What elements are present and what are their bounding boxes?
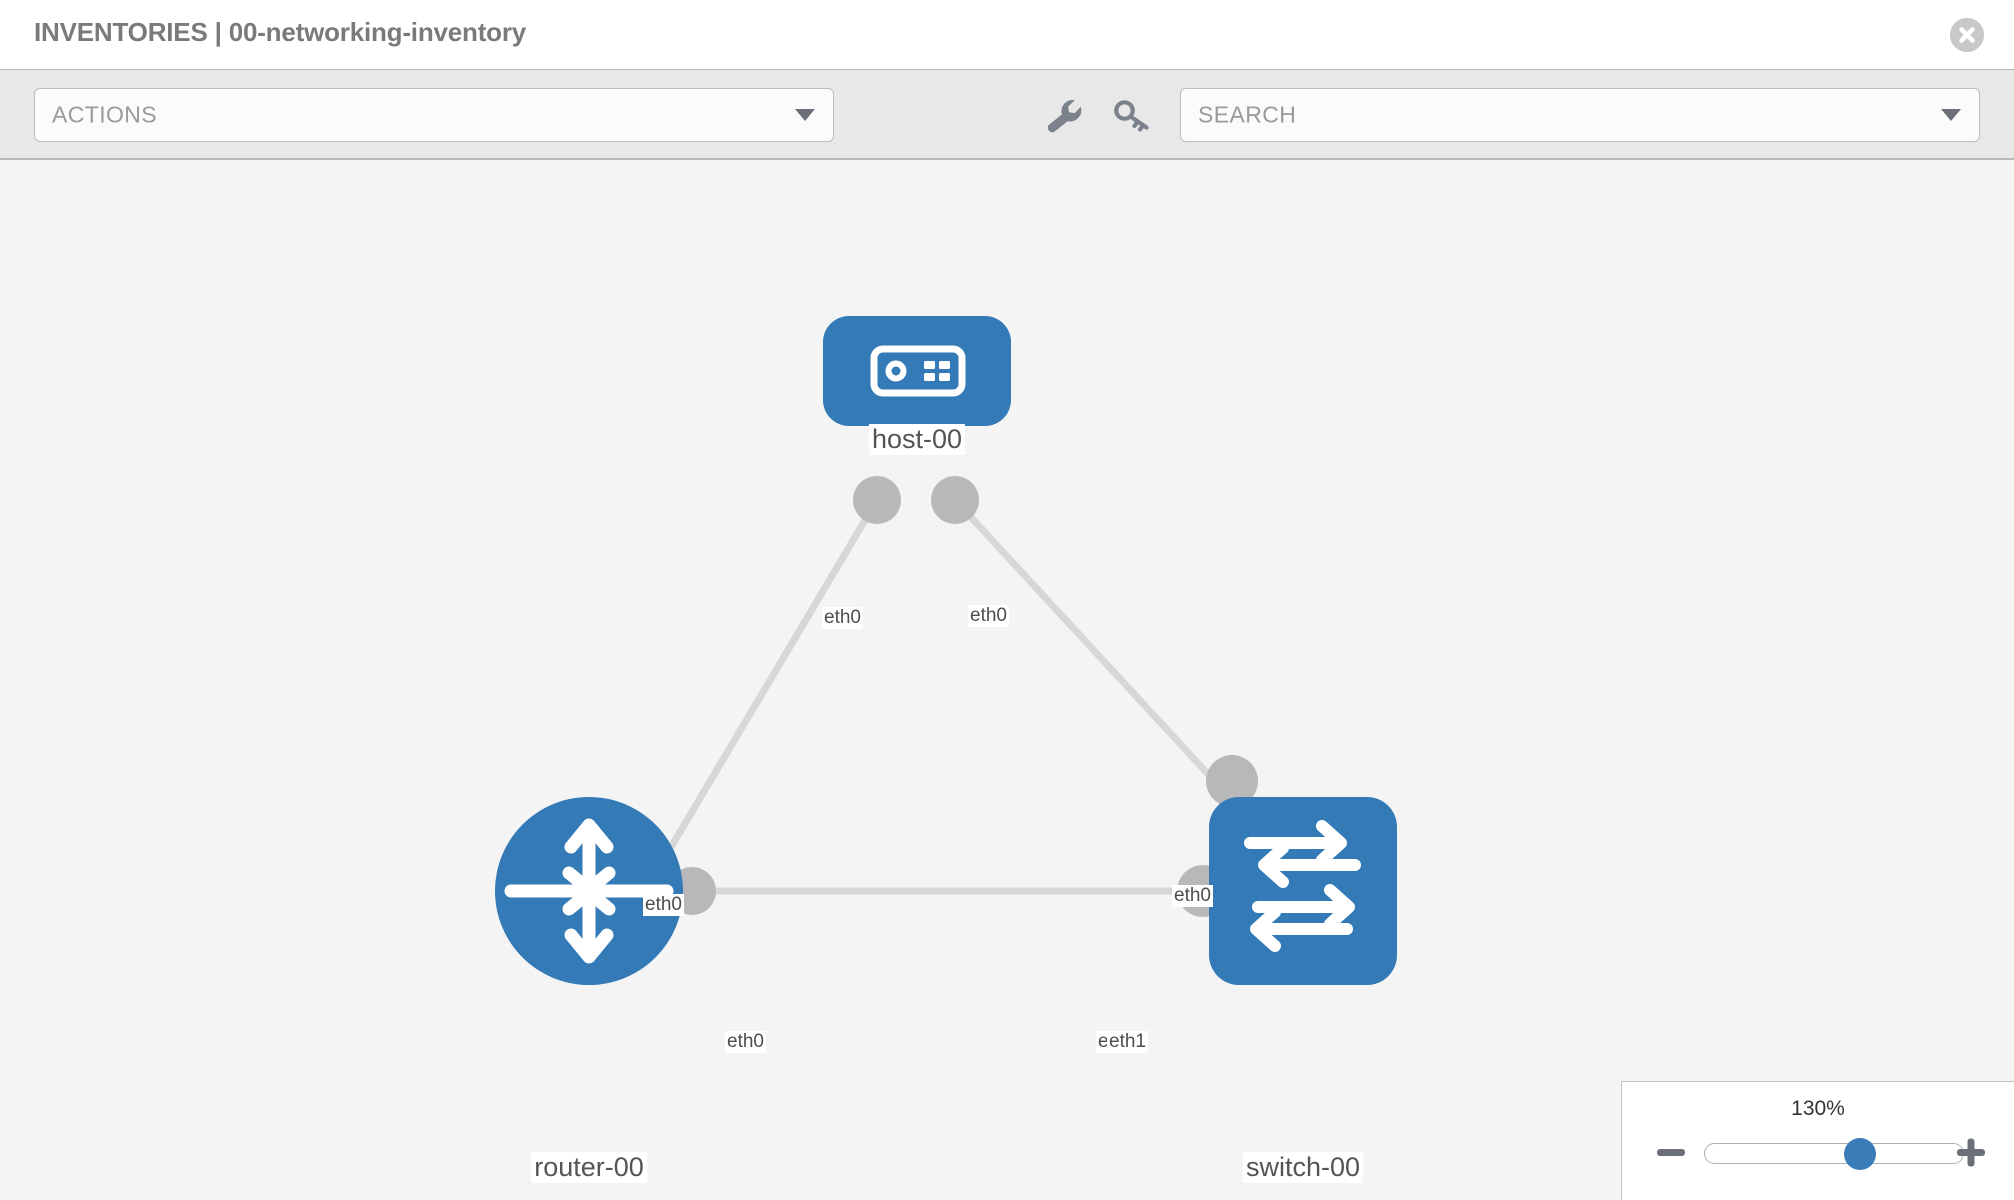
link-label-host-router-target: eth0 [643,894,684,916]
endpoint-host-left [853,476,901,524]
zoom-out-button[interactable] [1654,1135,1688,1171]
close-icon [1950,18,1984,52]
zoom-slider-thumb[interactable] [1843,1137,1876,1170]
link-label-host-switch-source: eth0 [968,605,1009,627]
search-input[interactable]: SEARCH [1180,88,1980,142]
link-layer [640,497,1240,895]
server-icon [870,345,966,397]
node-host-00[interactable] [823,316,1011,426]
zoom-slider-track[interactable] [1704,1137,1964,1170]
page-header: INVENTORIES | 00-networking-inventory [0,0,2014,70]
actions-dropdown-label: ACTIONS [52,101,158,128]
switch-arrows-icon [1244,820,1361,952]
toolbar: ACTIONS SEARCH [0,70,2014,160]
node-switch-00[interactable] [1209,797,1397,985]
node-label-host-00[interactable]: host-00 [868,424,966,455]
actions-dropdown[interactable]: ACTIONS [34,88,834,142]
link-label-host-router-source: eth0 [822,607,863,629]
zoom-slider-row [1622,1135,2014,1175]
zoom-control-panel: 130% [1621,1081,2014,1200]
node-router-00[interactable] [495,797,683,985]
page-title: INVENTORIES | 00-networking-inventory [34,17,527,47]
key-icon [1114,100,1149,132]
chevron-down-icon [1941,109,1961,121]
link-host-switch [952,497,1235,803]
link-host-router [641,498,881,893]
close-button[interactable] [1950,18,1984,52]
zoom-in-button[interactable] [1954,1135,1988,1171]
topology-canvas[interactable]: host-00 router-00 switch-00 eth0 eth0 et… [0,160,2014,1200]
zoom-level-label: 130% [1791,1097,1845,1120]
minus-icon [1657,1149,1685,1156]
link-label-router-switch-target: eth1 [1107,1031,1148,1053]
link-label-router-switch-source: eth0 [725,1031,766,1053]
wrench-button[interactable] [1043,96,1087,136]
router-arrows-icon [504,818,674,964]
link-label-host-switch-target: eth0 [1172,885,1213,907]
wrench-icon [1047,99,1082,133]
endpoint-host-right [931,476,979,524]
search-placeholder: SEARCH [1198,101,1297,128]
plus-icon [1957,1138,1985,1167]
node-label-switch-00[interactable]: switch-00 [1242,1152,1364,1183]
topology-graph [495,316,1397,985]
endpoint-switch-nw [1206,755,1258,807]
node-label-router-00[interactable]: router-00 [531,1152,647,1183]
chevron-down-icon [795,109,815,121]
key-button[interactable] [1110,96,1154,136]
